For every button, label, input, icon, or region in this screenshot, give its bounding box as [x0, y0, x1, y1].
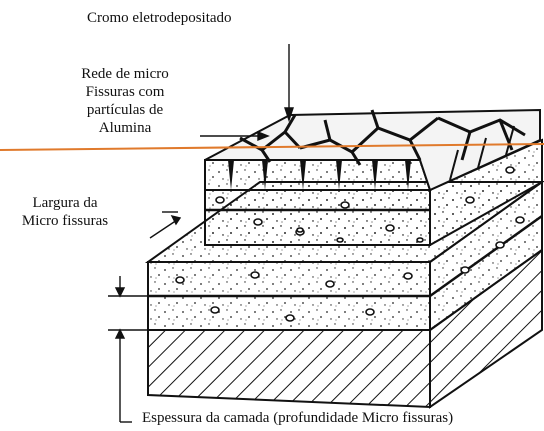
network-label-line-2: Fissuras com [85, 84, 165, 100]
thickness-bracket [108, 276, 148, 423]
highlight-line [0, 143, 544, 151]
bottom-label: Espessura da camada (profundidade Micro … [142, 410, 454, 426]
side-crack-wedges [449, 125, 515, 181]
crack-width-indicator [149, 211, 182, 239]
upper-coating-layer [204, 138, 543, 247]
network-label-line-3: partículas de [86, 102, 164, 118]
network-label-leader [200, 130, 270, 142]
width-label-line-2: Micro fissuras [21, 213, 109, 229]
top-label: Cromo eletrodepositado [87, 10, 232, 26]
substrate-block [147, 248, 543, 409]
width-label-line-1: Largura da [32, 195, 98, 211]
top-label-leader [284, 44, 294, 123]
crack-wedges [228, 160, 411, 190]
network-label-line-1: Rede de micro [81, 66, 169, 82]
network-label-line-4: Alumina [98, 120, 152, 136]
alumina-particles [175, 166, 525, 322]
chromium-top-layer [204, 108, 541, 192]
